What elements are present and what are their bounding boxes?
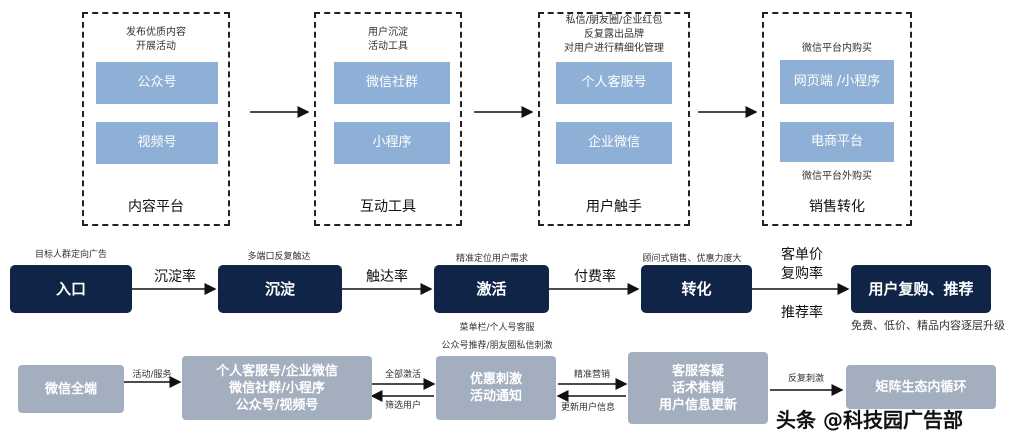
shipinhao-box: 视频号 xyxy=(96,122,218,164)
ecommerce-platform-box: 电商平台 xyxy=(780,122,894,162)
note-line: 反复露出品牌 xyxy=(584,29,644,40)
wechat-all-box: 微信全端 xyxy=(18,365,124,413)
note-targeted-ads: 目标人群定向广告 xyxy=(34,250,107,260)
note-line: 活动工具 xyxy=(368,41,408,52)
repurchase-box: 用户复购、推荐 xyxy=(851,265,991,313)
note-menu-service: 菜单栏/个人号客服 公众号推荐/朋友圈私信刺激 xyxy=(420,322,574,352)
user-touch-panel xyxy=(538,12,690,226)
note-line: 菜单栏/个人号客服 xyxy=(459,323,535,333)
label-pay-rate: 付费率 xyxy=(574,269,616,285)
label-reach-rate: 触达率 xyxy=(366,269,408,285)
label-activity-service: 活动/服务 xyxy=(132,370,172,380)
note-line: 私信/朋友圈/企业红包 xyxy=(565,15,663,26)
convert-box: 转化 xyxy=(641,265,752,313)
interaction-tool-note: 用户沉淀 活动工具 xyxy=(314,26,462,54)
label-unit-price: 客单价 xyxy=(781,247,823,263)
user-touch-note: 私信/朋友圈/企业红包 反复露出品牌 对用户进行精细化管理 xyxy=(538,14,690,56)
activate-box: 激活 xyxy=(434,265,549,313)
note-precise-demand: 精准定位用户需求 xyxy=(455,254,528,264)
service-box: 客服答疑 话术推销 用户信息更新 xyxy=(628,352,768,424)
user-touch-caption: 用户触手 xyxy=(586,199,642,215)
sales-outside-note: 微信平台外购买 xyxy=(802,171,872,182)
note-line: 用户沉淀 xyxy=(368,27,408,38)
interaction-tool-caption: 互动工具 xyxy=(360,199,416,215)
note-line: 公众号推荐/朋友圈私信刺激 xyxy=(441,341,553,351)
content-platform-panel xyxy=(82,12,230,226)
web-mini-program-box: 网页端 /小程序 xyxy=(780,60,894,104)
label-repurchase-rate: 复购率 xyxy=(781,266,823,282)
note-line: 对用户进行精细化管理 xyxy=(564,43,664,54)
watermark: 头条 @科技园广告部 xyxy=(776,408,963,432)
note-content-upgrade: 免费、低价、精品内容逐层升级 xyxy=(851,319,1005,332)
precipitate-box: 沉淀 xyxy=(218,265,342,313)
wechat-group-box: 微信社群 xyxy=(334,62,450,104)
label-recommend-rate: 推荐率 xyxy=(781,305,823,321)
mini-program-box: 小程序 xyxy=(334,122,450,164)
sales-inside-note: 微信平台内购买 xyxy=(802,43,872,54)
enterprise-wechat-box: 企业微信 xyxy=(556,122,672,164)
note-consultative-sales: 顾问式销售、优惠力度大 xyxy=(642,254,742,264)
label-precipitate-rate: 沉淀率 xyxy=(154,269,196,285)
promo-box: 优惠刺激 活动通知 xyxy=(436,356,556,420)
interaction-tool-panel xyxy=(314,12,462,226)
label-repeat-stimulus: 反复刺激 xyxy=(787,374,824,384)
content-platform-note: 发布优质内容 开展活动 xyxy=(82,26,230,54)
label-all-activate: 全部激活 xyxy=(384,370,421,380)
content-platform-caption: 内容平台 xyxy=(128,199,184,215)
sales-conversion-caption: 销售转化 xyxy=(809,199,865,215)
sales-conversion-panel xyxy=(762,12,912,226)
label-filter-users: 筛选用户 xyxy=(384,401,421,411)
note-line: 开展活动 xyxy=(136,41,176,52)
gongzhonghao-box: 公众号 xyxy=(96,62,218,104)
note-multi-touch: 多端口反复触达 xyxy=(247,252,311,262)
label-update-info: 更新用户信息 xyxy=(560,403,615,413)
matrix-loop-box: 矩阵生态内循环 xyxy=(846,365,996,409)
channels-box: 个人客服号/企业微信 微信社群/小程序 公众号/视频号 xyxy=(182,356,372,420)
personal-service-box: 个人客服号 xyxy=(556,62,672,104)
entry-box: 入口 xyxy=(10,265,132,313)
note-line: 发布优质内容 xyxy=(126,27,186,38)
label-precise-marketing: 精准营销 xyxy=(573,370,610,380)
